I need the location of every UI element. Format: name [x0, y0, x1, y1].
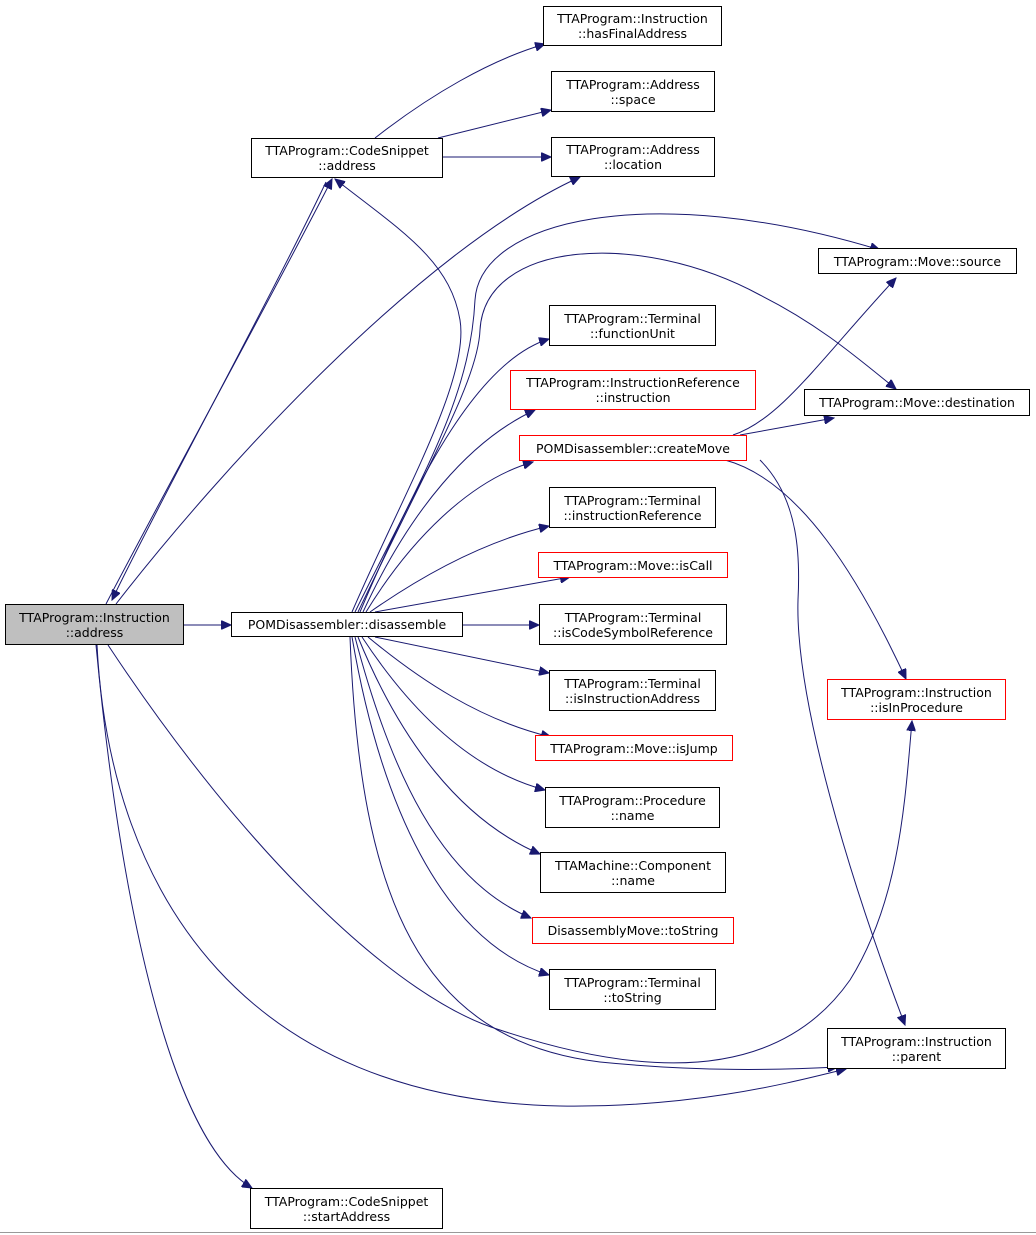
node-terminal-functionunit-line2: ::functionUnit	[590, 325, 675, 341]
node-terminal-iscodesymbolreference-line1: TTAProgram::Terminal	[564, 609, 702, 625]
node-pom-disassemble[interactable]: POMDisassembler::disassemble	[231, 612, 463, 637]
node-move-iscall-label: TTAProgram::Move::isCall	[553, 557, 713, 573]
node-move-source[interactable]: TTAProgram::Move::source	[818, 248, 1017, 274]
node-procedure-name-line1: TTAProgram::Procedure	[559, 792, 706, 808]
node-address-location-line2: ::location	[603, 157, 663, 172]
node-codesnippet-address[interactable]: TTAProgram::CodeSnippet ::address	[251, 138, 443, 178]
node-instruction-parent-line2: ::parent	[891, 1048, 942, 1064]
node-procedure-name-line2: ::name	[610, 807, 655, 823]
node-instruction-isinprocedure-line1: TTAProgram::Instruction	[841, 684, 992, 700]
node-terminal-instructionreference-line1: TTAProgram::Terminal	[564, 492, 701, 508]
edge-disassemble-to-codesnippet-address	[335, 179, 462, 613]
node-move-destination[interactable]: TTAProgram::Move::destination	[804, 389, 1030, 416]
node-instruction-isinprocedure-line2: ::isInProcedure	[870, 699, 963, 715]
node-instruction-hasfinaladdress-line1: TTAProgram::Instruction	[557, 11, 708, 26]
node-move-isjump[interactable]: TTAProgram::Move::isJump	[535, 735, 733, 761]
node-terminal-functionunit-line1: TTAProgram::Terminal	[564, 310, 701, 326]
node-component-name-line2: ::name	[611, 872, 655, 888]
node-procedure-name[interactable]: TTAProgram::Procedure ::name	[545, 787, 720, 828]
node-pom-disassemble-label: POMDisassembler::disassemble	[247, 617, 447, 632]
node-terminal-isinstructionaddress[interactable]: TTAProgram::Terminal ::isInstructionAddr…	[549, 670, 716, 711]
node-instructionreference-instruction-line1: TTAProgram::InstructionReference	[526, 375, 740, 390]
node-terminal-tostring[interactable]: TTAProgram::Terminal ::toString	[549, 969, 716, 1010]
node-instruction-hasfinaladdress[interactable]: TTAProgram::Instruction ::hasFinalAddres…	[543, 6, 722, 46]
node-terminal-tostring-line2: ::toString	[603, 989, 662, 1005]
node-instruction-parent[interactable]: TTAProgram::Instruction ::parent	[827, 1028, 1006, 1069]
node-component-name[interactable]: TTAMachine::Component ::name	[540, 852, 726, 893]
node-address-space-line2: ::space	[610, 91, 656, 107]
edge-codesnippet-address-to-hasfinaladdress	[374, 44, 545, 139]
node-disassemblymove-tostring-label: DisassemblyMove::toString	[547, 923, 719, 938]
edge-disassemble-to-iscall	[374, 577, 570, 613]
edge-instruction-address-to-isinprocedure	[107, 644, 912, 1064]
node-instruction-address: TTAProgram::Instruction ::address	[5, 604, 184, 645]
edge-instruction-address-to-startaddress	[95, 644, 252, 1188]
node-terminal-isinstructionaddress-line2: ::isInstructionAddress	[564, 690, 701, 706]
node-move-isjump-label: TTAProgram::Move::isJump	[550, 740, 718, 756]
edge-disassemble-to-procedure-name	[361, 636, 545, 790]
edge-createmove-to-parent	[759, 459, 905, 1025]
edge-disassemble-to-instructionreference-instruction	[362, 410, 535, 613]
edge-disassemble-to-disassemblymove-tostring	[354, 636, 531, 918]
node-pom-createmove-label: POMDisassembler::createMove	[536, 440, 730, 456]
node-terminal-functionunit[interactable]: TTAProgram::Terminal ::functionUnit	[549, 305, 716, 346]
node-instruction-address-line2: ::address	[65, 624, 124, 640]
node-move-source-label: TTAProgram::Move::source	[833, 253, 1002, 269]
node-instructionreference-instruction[interactable]: TTAProgram::InstructionReference ::instr…	[510, 370, 756, 410]
node-pom-createmove[interactable]: POMDisassembler::createMove	[519, 435, 747, 461]
edge-codesnippet-address-to-instruction-address	[112, 181, 327, 600]
node-terminal-instructionreference[interactable]: TTAProgram::Terminal ::instructionRefere…	[549, 487, 716, 528]
edge-disassemble-to-component-name	[357, 636, 540, 854]
node-instruction-parent-line1: TTAProgram::Instruction	[841, 1033, 992, 1049]
node-address-location-line1: TTAProgram::Address	[566, 142, 700, 157]
edge-disassemble-to-isjump	[367, 636, 551, 737]
edge-codesnippet-address-to-address-space	[437, 110, 551, 139]
edge-instruction-address-to-parent	[96, 644, 846, 1107]
node-codesnippet-startaddress-line1: TTAProgram::CodeSnippet	[264, 1193, 429, 1209]
node-move-iscall[interactable]: TTAProgram::Move::isCall	[538, 552, 728, 578]
edge-createmove-to-isinprocedure	[724, 459, 906, 679]
edge-disassemble-to-functionunit	[359, 339, 549, 613]
edges	[95, 44, 912, 1188]
node-instructionreference-instruction-line2: ::instruction	[595, 390, 671, 405]
bottom-divider	[0, 1232, 1036, 1233]
node-terminal-tostring-line1: TTAProgram::Terminal	[564, 974, 701, 990]
edge-disassemble-to-terminal-instructionreference	[369, 526, 549, 613]
node-terminal-iscodesymbolreference[interactable]: TTAProgram::Terminal ::isCodeSymbolRefer…	[539, 604, 727, 645]
node-terminal-instructionreference-line2: ::instructionReference	[563, 507, 702, 523]
node-terminal-isinstructionaddress-line1: TTAProgram::Terminal	[564, 675, 701, 691]
node-component-name-line1: TTAMachine::Component	[555, 857, 711, 873]
node-codesnippet-address-line2: ::address	[318, 158, 376, 173]
edge-disassemble-to-terminal-tostring	[351, 636, 549, 975]
edge-disassemble-to-move-destination	[357, 252, 896, 613]
node-address-space-line1: TTAProgram::Address	[566, 76, 700, 92]
node-address-space[interactable]: TTAProgram::Address ::space	[551, 71, 715, 112]
edge-createmove-to-move-source	[732, 278, 896, 436]
node-codesnippet-startaddress-line2: ::startAddress	[302, 1208, 391, 1224]
node-instruction-hasfinaladdress-line2: ::hasFinalAddress	[577, 26, 688, 41]
node-instruction-isinprocedure[interactable]: TTAProgram::Instruction ::isInProcedure	[827, 679, 1006, 720]
node-instruction-address-line1: TTAProgram::Instruction	[19, 609, 170, 625]
edge-disassemble-to-parent	[349, 636, 838, 1069]
edge-disassemble-to-isinstructionaddress	[374, 636, 549, 673]
node-address-location[interactable]: TTAProgram::Address ::location	[551, 137, 715, 177]
node-terminal-iscodesymbolreference-line2: ::isCodeSymbolReference	[553, 624, 713, 640]
node-codesnippet-address-line1: TTAProgram::CodeSnippet	[265, 143, 429, 158]
edge-disassemble-to-createmove	[365, 462, 533, 613]
edge-instruction-address-to-address-location	[115, 177, 580, 605]
node-disassemblymove-tostring[interactable]: DisassemblyMove::toString	[532, 917, 734, 944]
edge-createmove-to-move-destination	[739, 418, 834, 436]
node-move-destination-label: TTAProgram::Move::destination	[819, 395, 1015, 410]
node-codesnippet-startaddress[interactable]: TTAProgram::CodeSnippet ::startAddress	[250, 1188, 443, 1229]
